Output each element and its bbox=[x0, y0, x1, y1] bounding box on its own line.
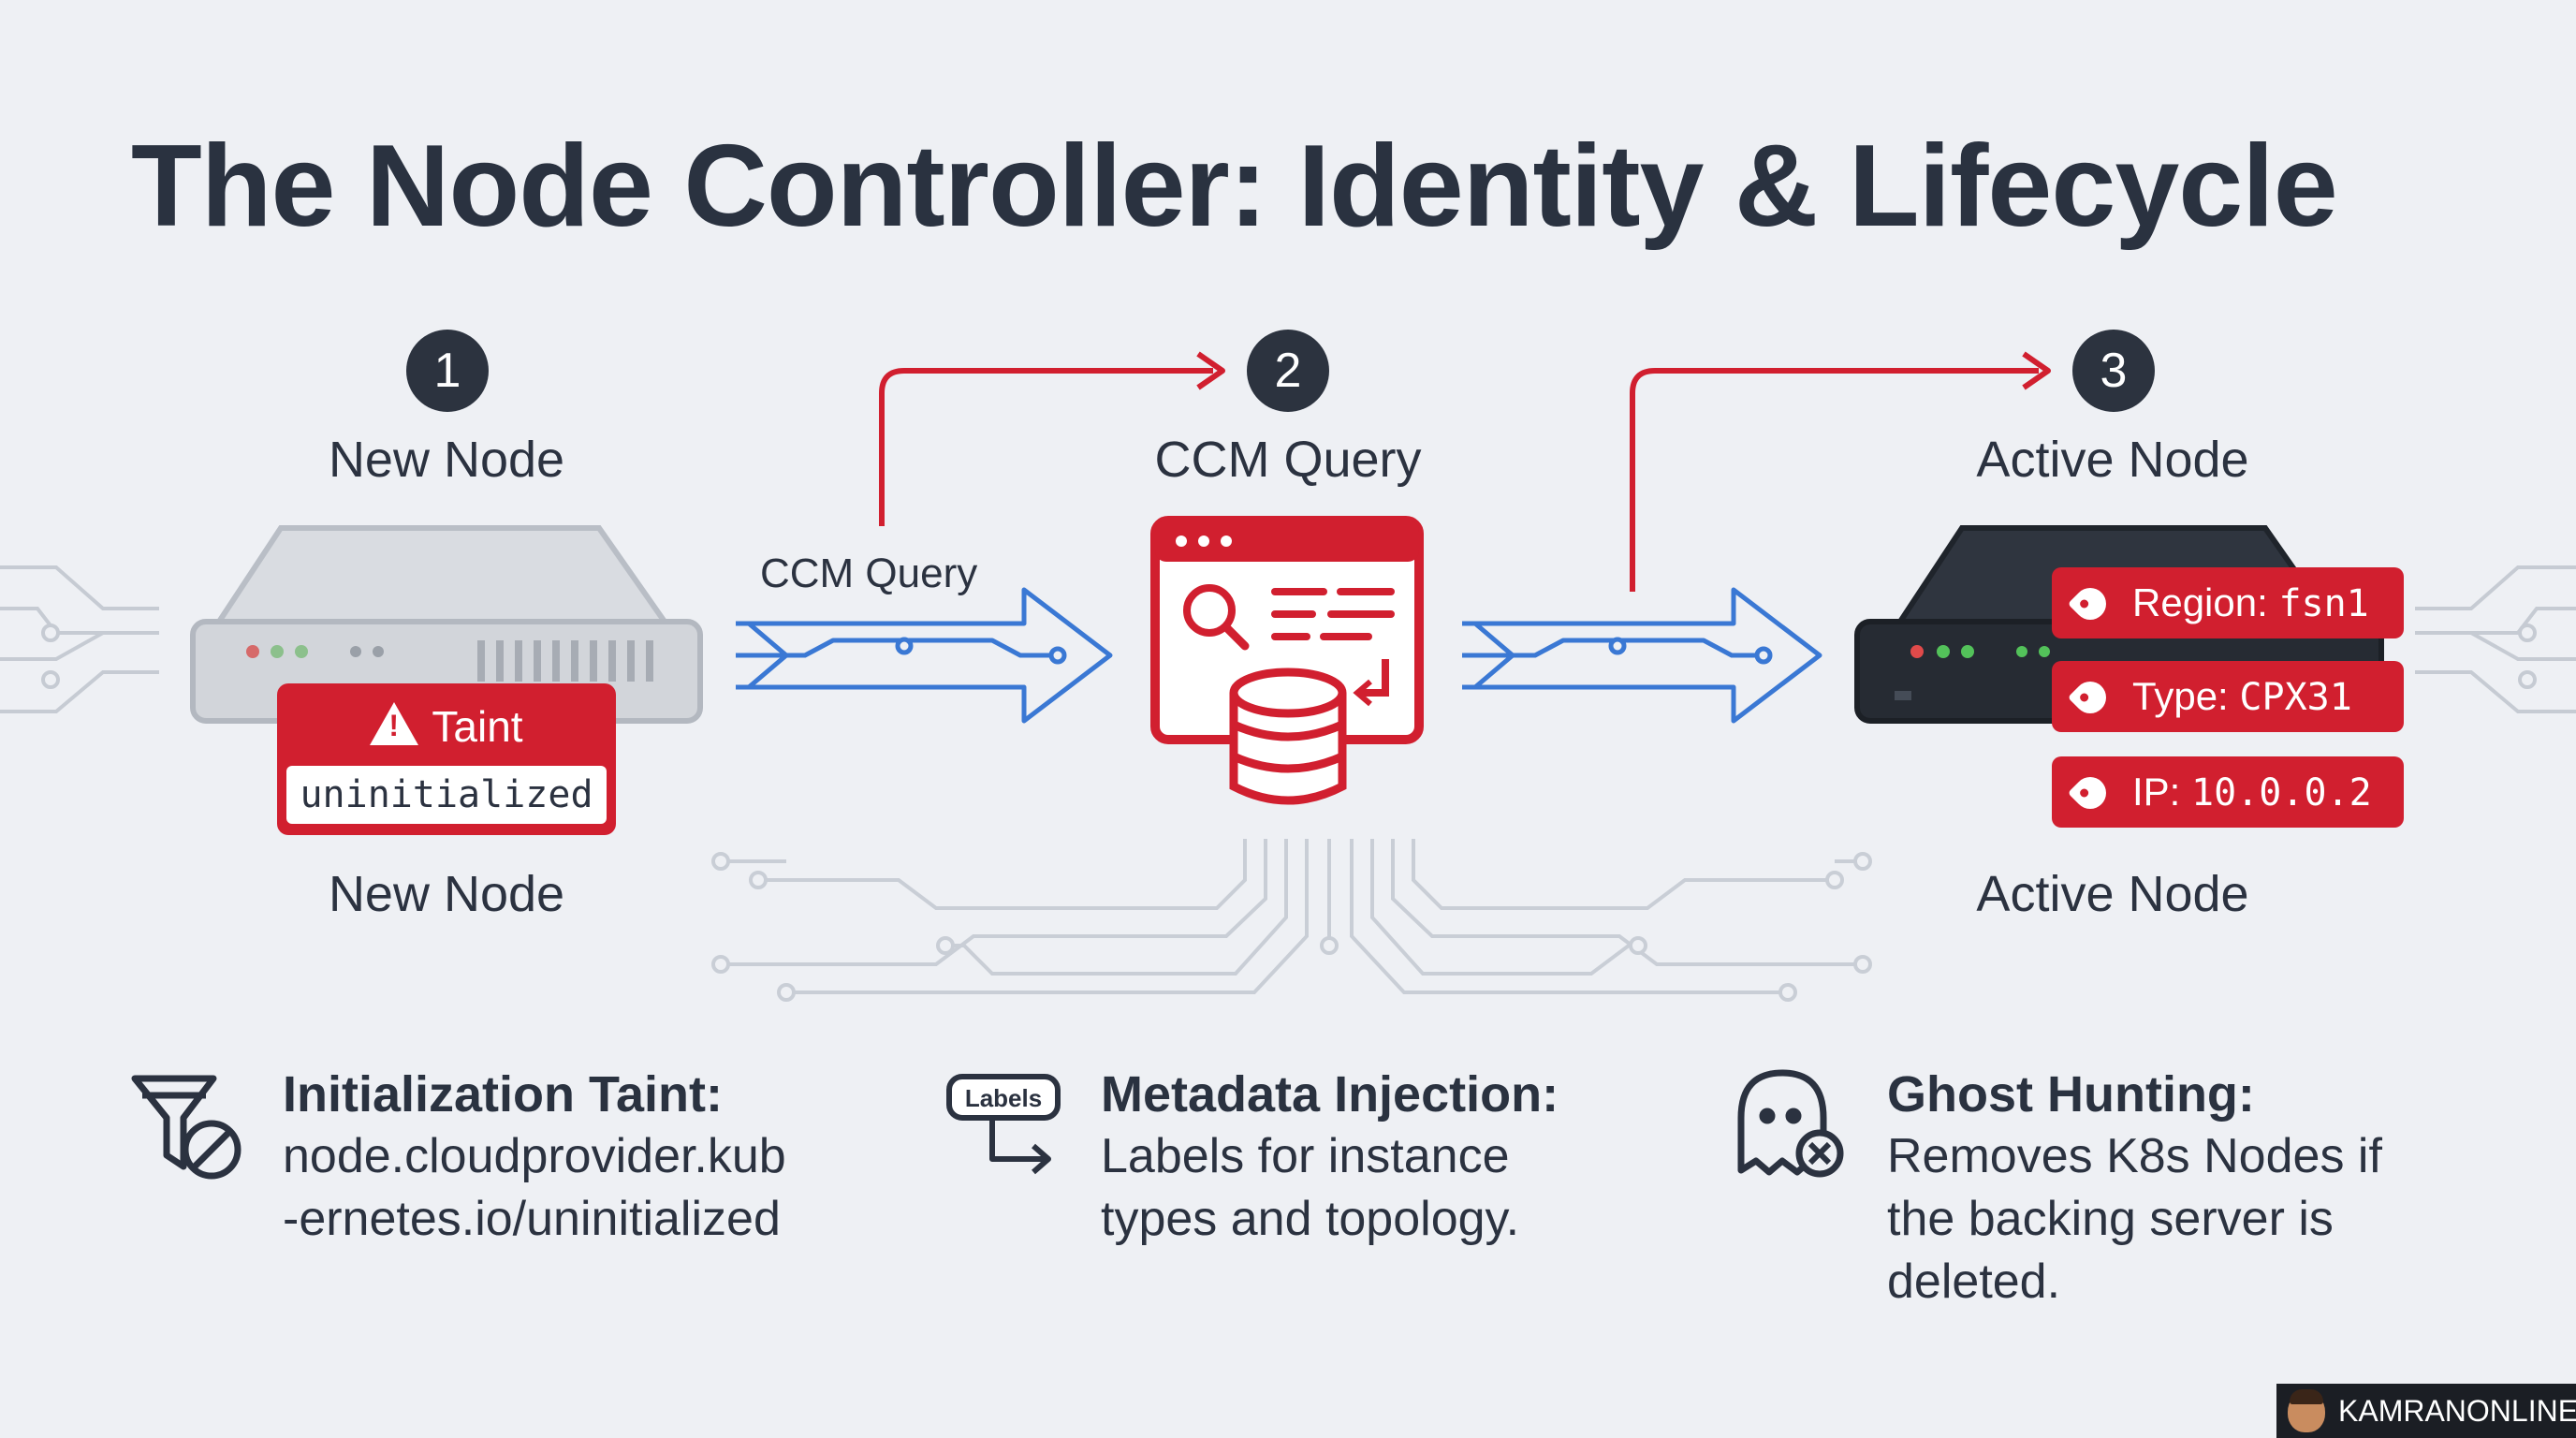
tag-icon bbox=[2067, 580, 2114, 627]
circuit-traces-right bbox=[2415, 565, 2576, 713]
flow-arrow-label: CCM Query bbox=[760, 550, 978, 596]
tag-icon bbox=[2067, 770, 2114, 816]
watermark-text: KAMRANONLINE bbox=[2338, 1394, 2576, 1428]
warning-icon bbox=[370, 702, 419, 745]
feature-body: Labels for instance types and topology. bbox=[1101, 1129, 1520, 1246]
ip-tag-prefix: IP: bbox=[2132, 770, 2192, 814]
new-node-caption: New Node bbox=[328, 866, 565, 922]
taint-value: uninitialized bbox=[286, 766, 607, 824]
region-tag: Region: fsn1 bbox=[2052, 567, 2404, 638]
filter-cancel-icon bbox=[131, 1075, 242, 1180]
taint-label: Taint bbox=[432, 702, 523, 751]
labels-icon-text: Labels bbox=[965, 1084, 1042, 1112]
ghost-icon bbox=[1737, 1069, 1844, 1178]
active-node-caption: Active Node bbox=[1976, 866, 2249, 922]
region-tag-value: fsn1 bbox=[2278, 582, 2369, 625]
taint-header: Taint bbox=[277, 700, 616, 753]
step-1-badge: 1 bbox=[406, 330, 489, 412]
tag-icon bbox=[2067, 674, 2114, 721]
type-tag-prefix: Type: bbox=[2132, 674, 2240, 718]
step-3-badge: 3 bbox=[2072, 330, 2155, 412]
type-tag: Type: CPX31 bbox=[2052, 661, 2404, 732]
feature-title: Initialization Taint: bbox=[283, 1066, 723, 1123]
feature-ghost-hunting: Ghost Hunting: Removes K8s Nodes if the … bbox=[1887, 1064, 2382, 1313]
ccm-query-window-icon bbox=[1150, 516, 1424, 805]
circuit-traces-bottom bbox=[711, 839, 1872, 1002]
ip-tag: IP: 10.0.0.2 bbox=[2052, 756, 2404, 828]
circuit-traces-left bbox=[0, 565, 159, 713]
feature-title: Ghost Hunting: bbox=[1887, 1066, 2255, 1123]
feature-body: node.cloudprovider.kub -ernetes.io/unini… bbox=[283, 1129, 786, 1246]
data-flow-arrow-2 bbox=[1462, 587, 1822, 724]
feature-metadata-injection: Metadata Injection: Labels for instance … bbox=[1101, 1064, 1559, 1251]
type-tag-value: CPX31 bbox=[2239, 676, 2352, 719]
step-2-label: CCM Query bbox=[1154, 432, 1422, 488]
step-1-label: New Node bbox=[328, 432, 565, 488]
data-flow-arrow-1 bbox=[736, 587, 1113, 724]
flow-connector-1-to-2 bbox=[879, 351, 1225, 526]
avatar bbox=[2288, 1389, 2325, 1432]
page-title: The Node Controller: Identity & Lifecycl… bbox=[131, 122, 2338, 251]
feature-initialization-taint: Initialization Taint: node.cloudprovider… bbox=[283, 1064, 786, 1251]
feature-body: Removes K8s Nodes if the backing server … bbox=[1887, 1129, 2382, 1309]
ip-tag-value: 10.0.0.2 bbox=[2191, 771, 2372, 814]
region-tag-prefix: Region: bbox=[2132, 580, 2279, 624]
feature-title: Metadata Injection: bbox=[1101, 1066, 1559, 1123]
taint-badge: Taint uninitialized bbox=[277, 683, 616, 835]
step-2-badge: 2 bbox=[1247, 330, 1329, 412]
step-3-label: Active Node bbox=[1976, 432, 2249, 488]
watermark: KAMRANONLINE bbox=[2276, 1384, 2576, 1438]
labels-icon: Labels bbox=[946, 1074, 1061, 1175]
flow-connector-2-to-3 bbox=[1630, 351, 2051, 592]
